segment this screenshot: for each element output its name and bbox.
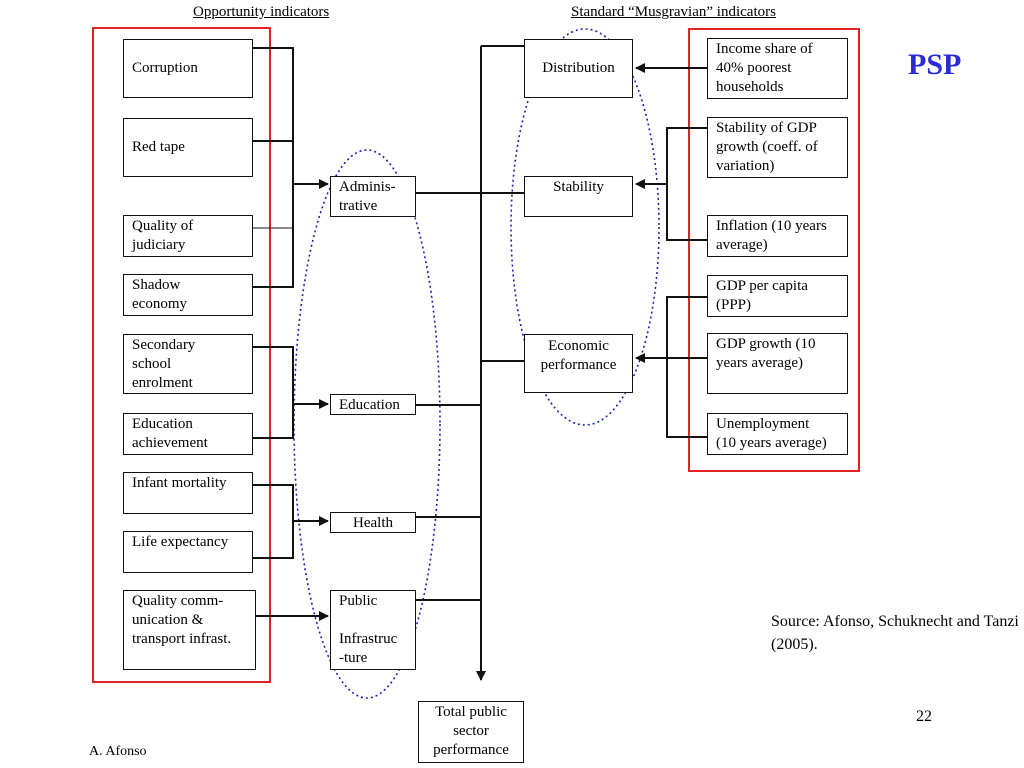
indicator-corruption: Corruption	[123, 39, 253, 98]
indicator-life-expectancy: Life expectancy	[123, 531, 253, 573]
indicator-gdp-per-capita: GDP per capita (PPP)	[707, 275, 848, 317]
group-education: Education	[330, 394, 416, 415]
health-bracket	[250, 484, 294, 559]
stability-bracket	[666, 127, 707, 241]
opportunity-frame	[92, 27, 271, 683]
indicator-inflation: Inflation (10 years average)	[707, 215, 848, 257]
musgravian-frame	[688, 28, 860, 472]
indicator-quality-of-judiciary: Quality of judiciary	[123, 215, 253, 257]
group-health: Health	[330, 512, 416, 533]
group-public-infrastructure: Public Infrastruc -ture	[330, 590, 416, 670]
group-economic-performance: Economic performance	[524, 334, 633, 393]
admin-bracket	[250, 47, 294, 288]
indicator-income-share-poorest: Income share of 40% poorest households	[707, 38, 848, 99]
group-administrative: Adminis- trative	[330, 176, 416, 217]
indicator-education-achievement: Education achievement	[123, 413, 253, 455]
economic-bracket	[666, 296, 707, 438]
education-bracket	[250, 346, 294, 439]
group-stability: Stability	[524, 176, 633, 217]
indicator-stability-gdp-growth: Stability of GDP growth (coeff. of varia…	[707, 117, 848, 178]
psp-label: PSP	[908, 48, 962, 81]
group-distribution: Distribution	[524, 39, 633, 98]
page-number: 22	[916, 708, 932, 725]
indicator-red-tape: Red tape	[123, 118, 253, 177]
indicator-quality-communication-transport: Quality comm- unication & transport infr…	[123, 590, 256, 670]
opportunity-header: Opportunity indicators	[193, 4, 330, 20]
musgravian-groups-ellipse	[510, 28, 660, 426]
indicator-secondary-school-enrolment: Secondary school enrolment	[123, 334, 253, 394]
author-footer: A. Afonso	[89, 744, 147, 759]
indicator-infant-mortality: Infant mortality	[123, 472, 253, 514]
indicator-shadow-economy: Shadow economy	[123, 274, 253, 316]
indicator-unemployment: Unemployment (10 years average)	[707, 413, 848, 455]
musgravian-header: Standard “Musgravian” indicators	[571, 4, 776, 20]
total-public-sector-performance: Total public sector performance	[418, 701, 524, 763]
source-note: Source: Afonso, Schuknecht and Tanzi (20…	[771, 613, 1019, 653]
indicator-gdp-growth: GDP growth (10 years average)	[707, 333, 848, 394]
